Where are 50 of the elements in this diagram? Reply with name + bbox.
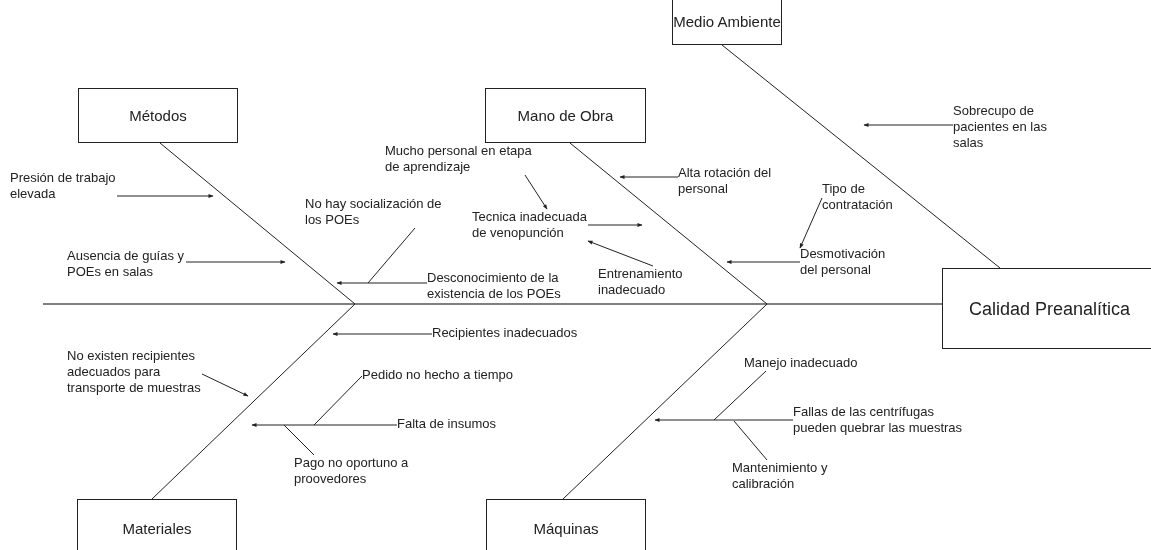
cause-text: Pago no oportuno a proovedores: [294, 455, 410, 487]
category-box: Materiales: [77, 499, 237, 550]
cause-text: Alta rotación del personal: [678, 165, 773, 197]
cause-text: Manejo inadecuado: [744, 355, 858, 371]
cause-text: Fallas de las centrífugas pueden quebrar las muestras: [793, 404, 964, 436]
arrow: [336, 281, 428, 285]
arrow: [251, 423, 398, 427]
cause-text: Recipientes inadecuados: [432, 325, 578, 341]
category-box: Medio Ambiente: [672, 0, 782, 45]
arrow: [185, 260, 286, 264]
cause-text: Entrenamiento inadecuado: [598, 266, 684, 298]
cause-text: Desmotivación del personal: [800, 246, 887, 278]
cause-text: Falta de insumos: [397, 416, 496, 432]
arrow: [587, 240, 654, 267]
effect-box: Calidad Preanalítica: [942, 268, 1151, 349]
arrow: [863, 123, 954, 127]
arrow: [524, 174, 548, 210]
arrow: [332, 332, 433, 336]
cause-text: Presión de trabajo elevada: [10, 170, 117, 202]
category-box: Métodos: [78, 88, 238, 143]
category-box: Mano de Obra: [485, 88, 646, 143]
arrow: [201, 373, 249, 397]
connector-line: [313, 375, 363, 426]
bone-line: [569, 142, 768, 305]
arrow: [799, 197, 823, 249]
cause-text: Pedido no hecho a tiempo: [362, 367, 514, 383]
cause-text: Tipo de contratación: [822, 181, 894, 213]
arrow: [587, 223, 643, 227]
category-box: Máquinas: [486, 499, 646, 550]
arrow: [619, 175, 679, 179]
bone-line: [721, 44, 1001, 269]
connector-line: [283, 424, 315, 456]
spine-line: [42, 303, 943, 305]
cause-text: Desconocimiento de la existencia de los POEs: [427, 270, 562, 302]
bone-line: [151, 303, 356, 500]
cause-text: Mucho personal en etapa de aprendizaje: [385, 143, 533, 175]
connector-line: [713, 370, 767, 421]
bone-line: [562, 303, 768, 500]
cause-text: Mantenimiento y calibración: [732, 460, 829, 492]
cause-text: Tecnica inadecuada de venopunción: [472, 209, 588, 241]
arrow: [654, 418, 794, 422]
arrow: [116, 194, 214, 198]
cause-text: No hay socialización de los POEs: [305, 196, 443, 228]
connector-line: [367, 227, 416, 284]
cause-text: Ausencia de guías y POEs en salas: [67, 248, 186, 280]
connector-line: [733, 420, 768, 461]
cause-text: No existen recipientes adecuados para transporte de muestras: [67, 348, 202, 396]
bone-line: [159, 142, 356, 305]
arrow: [726, 260, 801, 264]
cause-text: Sobrecupo de pacientes en las salas: [953, 103, 1048, 151]
